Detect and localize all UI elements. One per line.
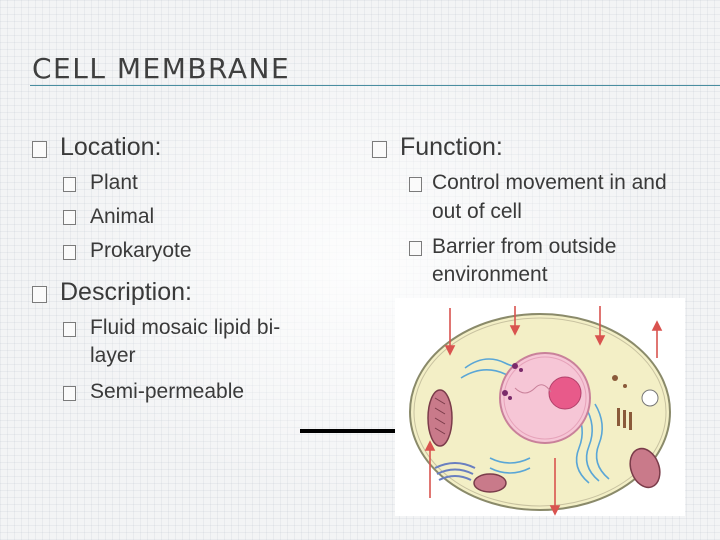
centrosome <box>502 363 523 400</box>
bullet-box-icon <box>372 141 387 158</box>
red-arrow-icon <box>424 306 663 516</box>
description-heading: Description: <box>60 278 192 306</box>
description-item-semi-permeable: Semi-permeable <box>90 380 245 403</box>
location-item-animal: Animal <box>90 205 155 228</box>
endoplasmic-reticulum <box>460 358 610 484</box>
bullet-box-icon <box>63 386 76 401</box>
nucleus <box>499 352 591 444</box>
slide-title: CELL MEMBRANE <box>32 52 291 85</box>
animal-cell-diagram <box>395 298 685 516</box>
function-item-barrier-cont: environment <box>432 263 548 286</box>
location-item-prokaryote: Prokaryote <box>90 239 192 262</box>
title-underline <box>30 85 720 86</box>
bullet-box-icon <box>63 210 76 225</box>
vacuole <box>641 389 659 407</box>
bullet-box-icon <box>32 141 47 158</box>
bullet-box-icon <box>409 241 422 256</box>
bullet-box-icon <box>63 177 76 192</box>
ribosomes <box>612 375 632 430</box>
bullet-box-icon <box>63 245 76 260</box>
bullet-box-icon <box>32 286 47 303</box>
description-item-fluid-mosaic: Fluid mosaic lipid bi- <box>90 316 281 339</box>
function-item-control-cont: out of cell <box>432 200 522 223</box>
function-heading: Function: <box>400 133 503 161</box>
description-item-fluid-mosaic-cont: layer <box>90 344 136 367</box>
location-heading: Location: <box>60 133 162 161</box>
golgi-apparatus <box>434 462 476 481</box>
location-item-plant: Plant <box>90 171 138 194</box>
bullet-box-icon <box>409 177 422 192</box>
function-item-control: Control movement in and <box>432 171 667 194</box>
bullet-box-icon <box>63 322 76 337</box>
function-item-barrier: Barrier from outside <box>432 235 617 258</box>
mitochondria <box>427 389 661 493</box>
nucleolus <box>548 376 582 410</box>
